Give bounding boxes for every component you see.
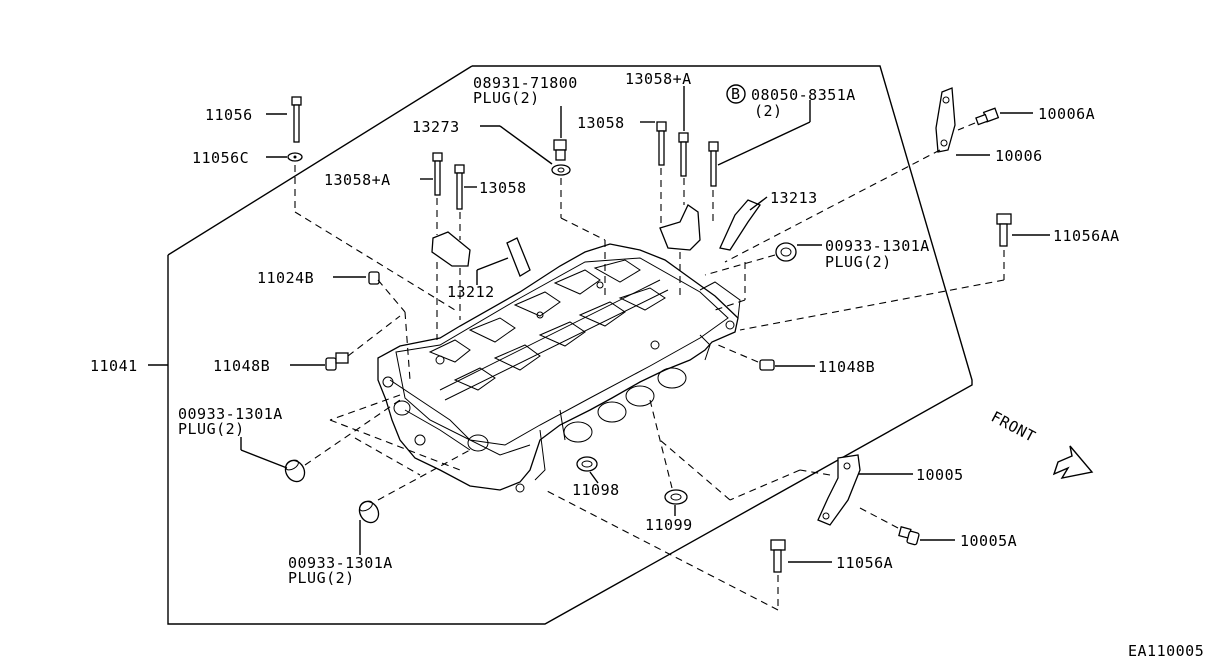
diagram-code: EA110005 [1128,642,1204,660]
leader-dash [354,437,421,476]
label-11056: 11056 [205,106,253,124]
front-arrow-icon [1052,445,1094,479]
label-13213: 13213 [770,189,818,207]
label-11099: 11099 [645,516,693,534]
label-10005A: 10005A [960,532,1017,550]
label-00933-bottom: 00933-1301A [288,554,393,572]
label-13058-top: 13058 [577,114,625,132]
leader-dash [294,211,456,311]
label-13058A-top: 13058+A [625,70,692,88]
front-label: FRONT [988,408,1039,446]
bracket-10005[interactable] [817,454,861,526]
front-direction-indicator: FRONT [988,408,1094,479]
dowel-13212[interactable] [506,237,531,277]
label-08931-plug: PLUG(2) [473,89,540,107]
label-11056A: 11056A [836,554,893,572]
leader-dash [649,399,673,489]
label-00933-right: 00933-1301A [825,237,930,255]
leader-dash [560,217,606,241]
washer-13273[interactable] [551,164,571,176]
bolt-13058-left[interactable] [454,164,465,210]
plug-00933-left[interactable] [282,457,309,485]
cylinder-head[interactable] [377,243,741,493]
leader-dash [329,394,401,421]
label-11024B: 11024B [257,269,314,287]
leader-dash [729,469,801,501]
label-00933-left: 00933-1301A [178,405,283,423]
cam-bracket-left[interactable] [431,231,471,267]
circle-b-letter: B [731,85,741,103]
cam-bracket-right[interactable] [659,204,701,251]
bolt-10005A[interactable] [898,526,920,546]
plug-11048B-right[interactable] [759,359,775,371]
bolt-11056AA[interactable] [996,213,1012,247]
label-10006: 10006 [995,147,1043,165]
part-labels: 11056 11056C 08931-71800 PLUG(2) 13058+A… [90,70,1120,587]
label-11098: 11098 [572,481,620,499]
assembly-frame-edge [167,65,473,256]
circle-b-badge [726,84,746,104]
leader-dash [799,469,831,476]
bolt-13058A-left[interactable] [432,152,443,196]
leader-dash [957,122,976,131]
bolt-13058-top[interactable] [656,121,667,166]
plug-00933-bottom[interactable] [356,498,383,526]
label-00933-right-plug: PLUG(2) [825,253,892,271]
label-11048B-left: 11048B [213,357,270,375]
label-00933-bottom-plug: PLUG(2) [288,569,355,587]
label-10005: 10005 [916,466,964,484]
leader-lines [148,86,1050,563]
leader-dash [347,315,401,357]
bolt-11056[interactable] [291,96,302,143]
bolt-11056A[interactable] [770,539,786,573]
sensor-13213[interactable] [719,199,761,251]
bracket-10006[interactable] [935,87,956,153]
label-00933-left-plug: PLUG(2) [178,420,245,438]
leader-dash [724,149,941,263]
label-08050-8351A: 08050-8351A [751,86,856,104]
leader-dash [659,439,731,501]
gasket-11098[interactable] [576,456,598,472]
cap-11024B[interactable] [368,271,380,285]
label-08931-71800: 08931-71800 [473,74,578,92]
label-13058-left: 13058 [479,179,527,197]
label-11056C: 11056C [192,149,249,167]
label-11041: 11041 [90,357,138,375]
leader-dash [377,279,406,313]
leader-dash [717,344,759,363]
leader-dash [859,507,899,529]
leader-dash [544,489,779,611]
leader-dash [304,399,401,466]
label-08050-qty: (2) [754,102,783,120]
label-11056AA: 11056AA [1053,227,1120,245]
label-13273: 13273 [412,118,460,136]
label-13058A-left: 13058+A [324,171,391,189]
label-11048B-right: 11048B [818,358,875,376]
bolt-10006A[interactable] [975,107,1000,126]
bolt-13058A-top[interactable] [678,132,689,177]
plug-08931-71800[interactable] [553,139,567,161]
label-13212: 13212 [447,283,495,301]
label-10006A: 10006A [1038,105,1095,123]
leader-dash [704,254,776,276]
gasket-11099[interactable] [664,489,688,505]
bolt-08050-8351A[interactable] [708,141,719,187]
assembly-frame [167,65,973,625]
plug-11048B-left[interactable] [325,352,349,371]
washer-11056C[interactable] [287,152,303,162]
plug-00933-right[interactable] [775,242,797,262]
leader-dash [739,279,1005,331]
leader-dash [714,299,746,311]
leader-dash [377,449,471,501]
